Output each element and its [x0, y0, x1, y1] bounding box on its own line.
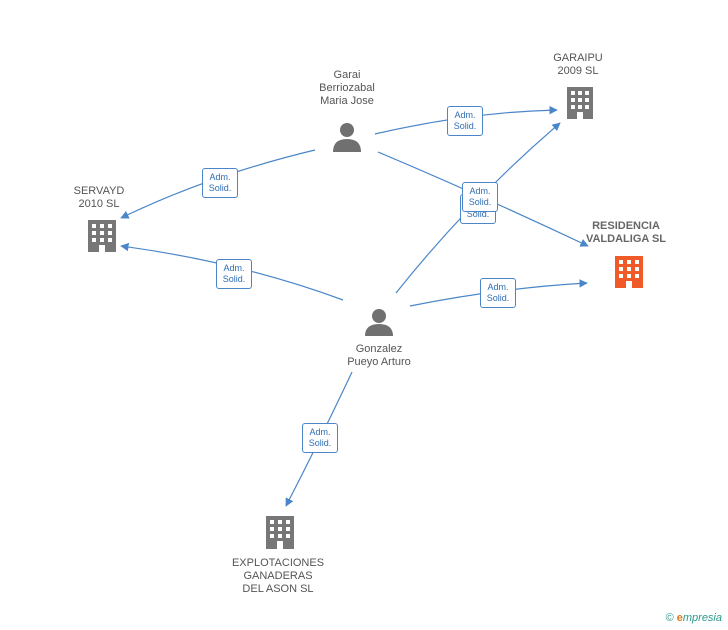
- copyright-icon: ©: [665, 612, 674, 624]
- empresia-watermark[interactable]: ©empresia: [666, 612, 722, 624]
- edge-label[interactable]: Adm.Solid.: [216, 259, 252, 289]
- node-label-servayd[interactable]: SERVAYD 2010 SL: [73, 185, 125, 210]
- node-label-garaipu[interactable]: GARAIPU 2009 SL: [553, 52, 603, 77]
- edge-label[interactable]: Adm.Solid.: [462, 182, 498, 212]
- building-icon: [567, 87, 593, 119]
- edge-label[interactable]: Adm.Solid.: [302, 423, 338, 453]
- node-label-residencia[interactable]: RESIDENCIA VALDALIGA SL: [585, 220, 667, 245]
- edge-label[interactable]: Adm.Solid.: [447, 106, 483, 136]
- building-icon: [266, 516, 294, 549]
- person-icon: [333, 123, 361, 152]
- node-label-garai[interactable]: Garai Berriozabal Maria Jose: [319, 69, 375, 107]
- edge-label[interactable]: Adm.Solid.: [202, 168, 238, 198]
- brand-name: mpresia: [682, 612, 722, 624]
- building-icon: [88, 220, 116, 252]
- node-label-explotaciones[interactable]: EXPLOTACIONES GANADERAS DEL ASON SL: [231, 557, 325, 595]
- brand-initial: e: [676, 612, 683, 624]
- building-icon: [615, 256, 643, 288]
- person-icon: [365, 309, 393, 336]
- node-label-gonzalez[interactable]: Gonzalez Pueyo Arturo: [347, 343, 411, 368]
- edge-label[interactable]: Adm.Solid.: [480, 278, 516, 308]
